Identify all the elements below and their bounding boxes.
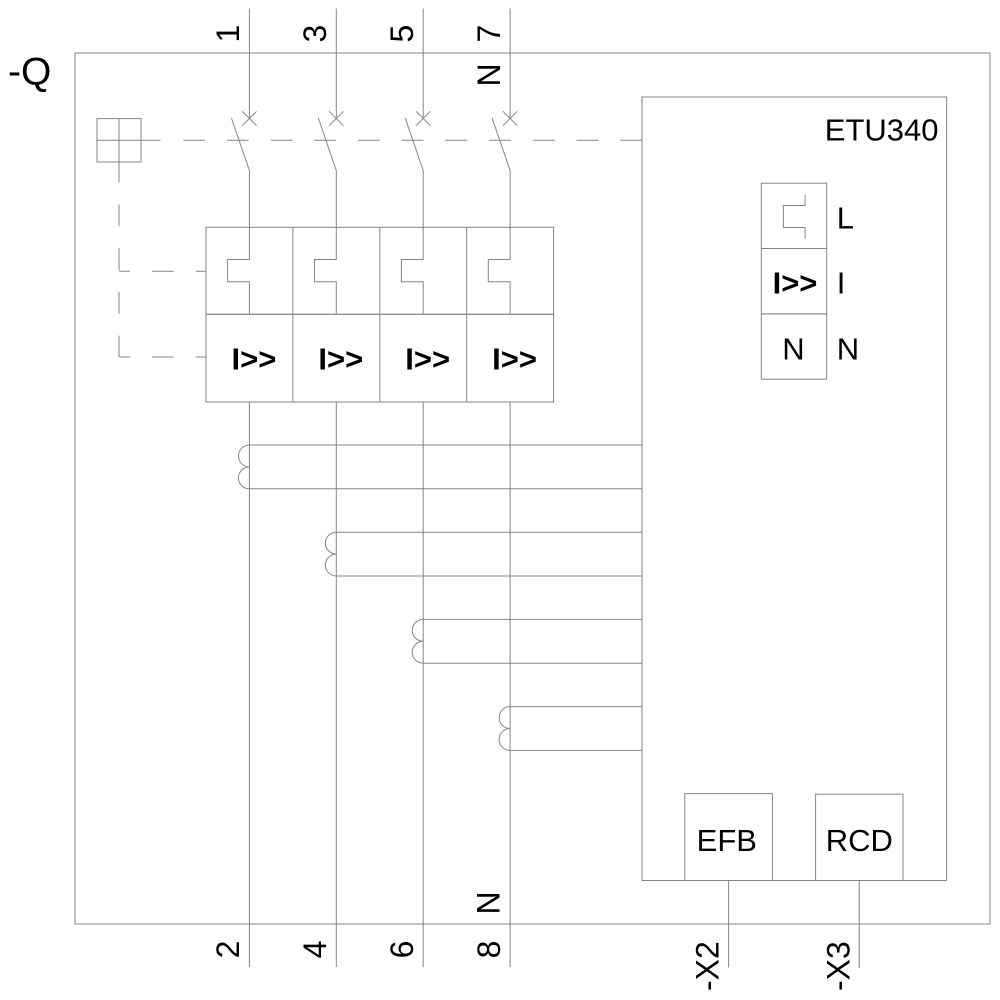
- svg-text:7: 7: [471, 25, 507, 43]
- svg-text:I>>: I>>: [773, 265, 818, 300]
- svg-text:N: N: [782, 331, 804, 366]
- svg-text:ETU340: ETU340: [825, 113, 939, 148]
- svg-text:L: L: [837, 200, 854, 235]
- svg-text:4: 4: [297, 941, 333, 959]
- svg-text:N: N: [471, 891, 507, 914]
- svg-text:3: 3: [297, 25, 333, 43]
- svg-text:-X2: -X2: [689, 941, 725, 991]
- svg-text:2: 2: [210, 941, 246, 959]
- svg-text:1: 1: [210, 25, 246, 43]
- svg-text:EFB: EFB: [697, 823, 757, 858]
- svg-text:N: N: [471, 63, 507, 86]
- svg-text:6: 6: [384, 941, 420, 959]
- svg-text:5: 5: [384, 25, 420, 43]
- svg-text:-X3: -X3: [821, 941, 857, 991]
- svg-text:N: N: [837, 331, 859, 366]
- svg-text:I>>: I>>: [492, 341, 537, 376]
- svg-text:RCD: RCD: [826, 823, 893, 858]
- svg-text:I>>: I>>: [318, 341, 363, 376]
- svg-text:-Q: -Q: [8, 51, 51, 94]
- svg-text:8: 8: [471, 941, 507, 959]
- svg-text:I: I: [837, 265, 846, 300]
- svg-text:I>>: I>>: [405, 341, 450, 376]
- svg-text:I>>: I>>: [231, 341, 276, 376]
